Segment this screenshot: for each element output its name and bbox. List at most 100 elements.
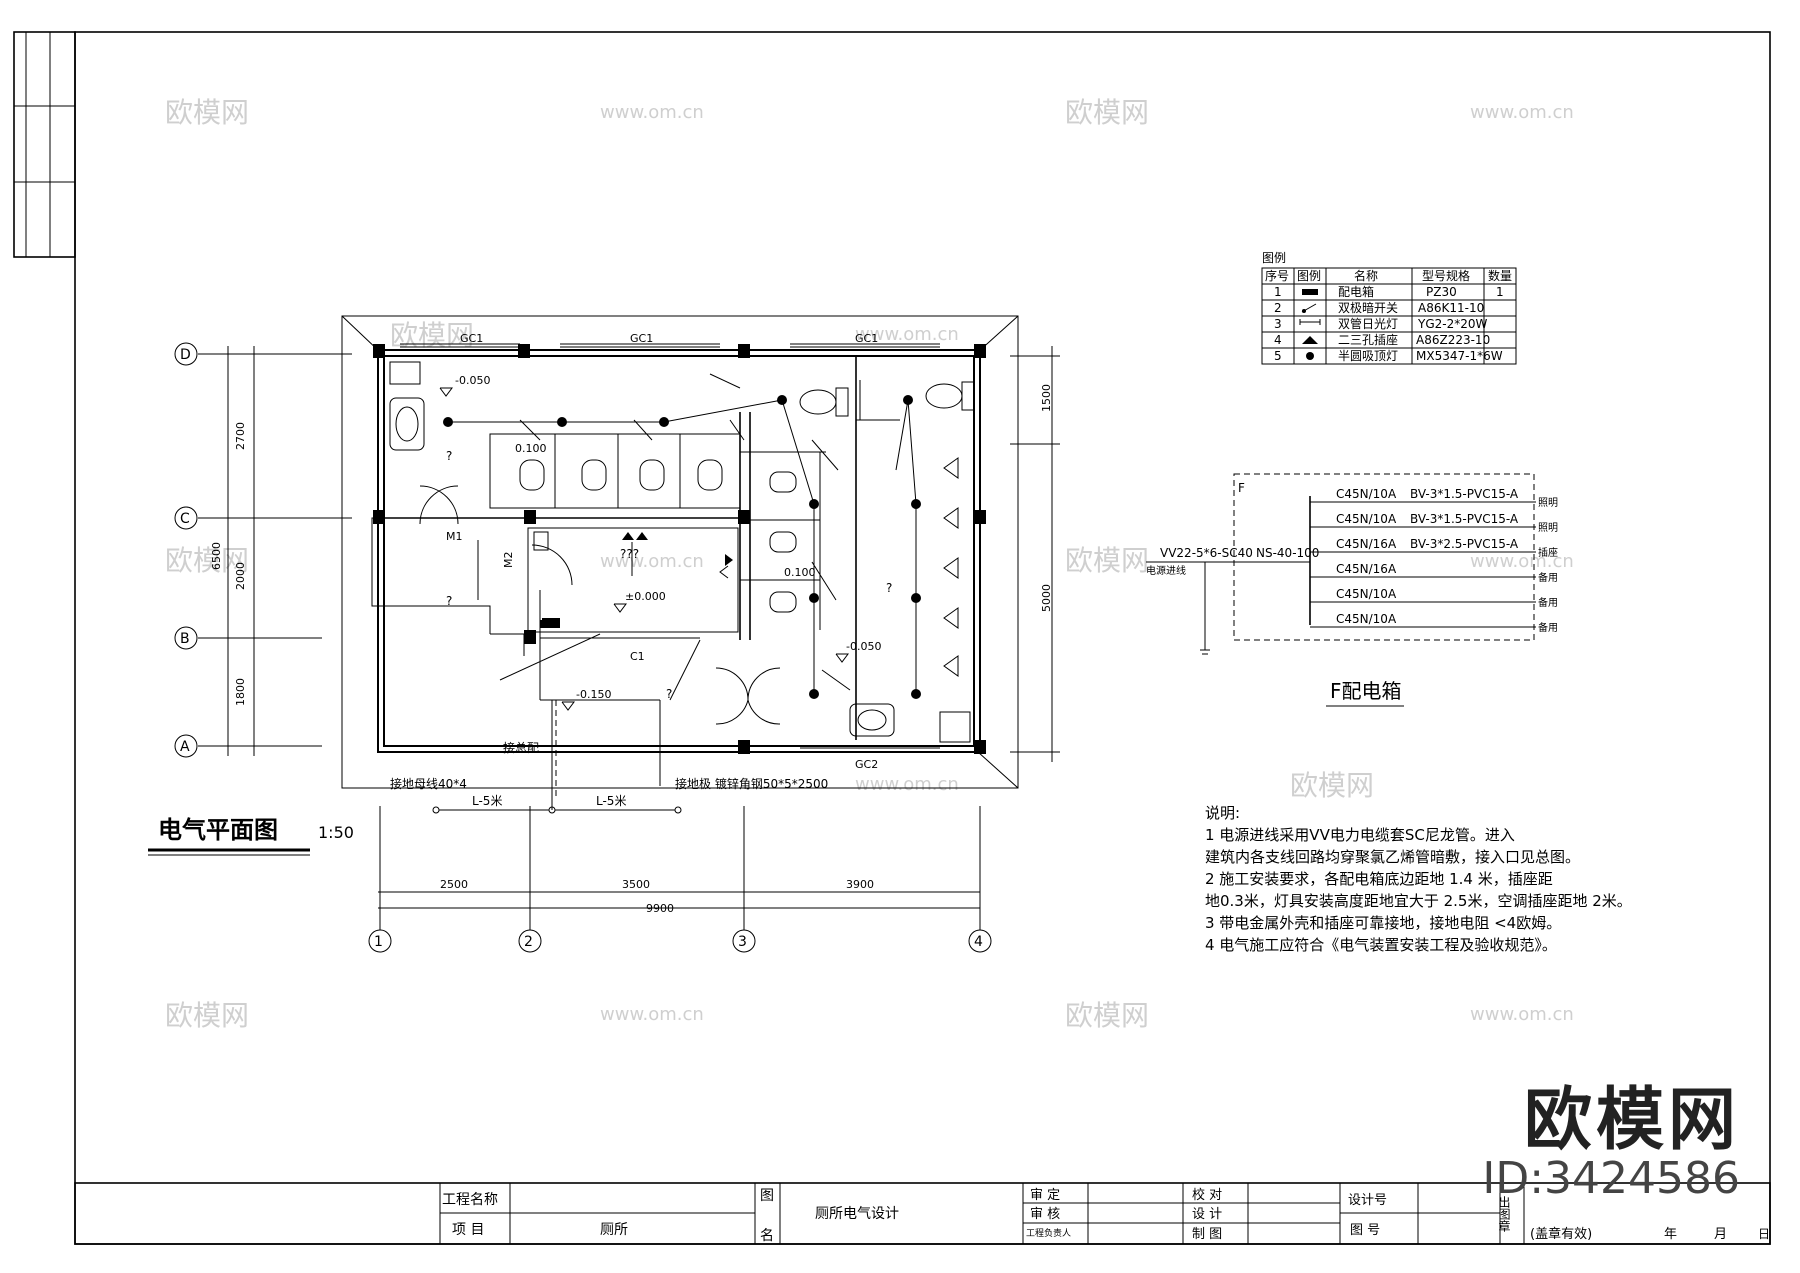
- circuit-cable: BV-3*1.5-PVC15-A: [1410, 512, 1519, 526]
- legend-header: 图例: [1297, 269, 1321, 283]
- circuit-breaker: C45N/10A: [1336, 587, 1397, 601]
- notes-line: 2 施工安装要求，各配电箱底边距地 1.4 米，插座距: [1205, 870, 1553, 888]
- label-check: 校 对: [1192, 1187, 1222, 1203]
- grounding: 接总配 接地母线40*4 接地极 镀锌角钢50*5*2500 L-5米 L-5米: [390, 700, 828, 814]
- legend-cell: 半圆吸顶灯: [1338, 349, 1398, 363]
- axis-label: D: [180, 347, 191, 363]
- dim-label: 1800: [234, 678, 247, 706]
- distribution-box: [542, 618, 560, 628]
- window-label: GC1: [630, 332, 653, 345]
- legend-cell: PZ30: [1426, 285, 1457, 299]
- circuit-use: 备用: [1538, 596, 1558, 609]
- circuit-use: 备用: [1538, 571, 1558, 584]
- incoming-cable: VV22-5*6-SC40: [1160, 546, 1253, 560]
- l5-label: L-5米: [596, 794, 626, 808]
- site-watermark: 欧模网 ID:3424586: [1482, 1085, 1740, 1203]
- floor-plan: GC1 GC1 GC1 GC2 C1 M1 M2: [148, 315, 1060, 953]
- legend-header: 数量: [1488, 268, 1512, 283]
- circuit-breaker: C45N/10A: [1336, 612, 1397, 626]
- dim-label: 1500: [1040, 384, 1053, 412]
- watermark-url-layer: www.om.cn www.om.cn www.om.cn www.om.cn …: [600, 102, 1574, 1025]
- legend-cell: 双极暗开关: [1338, 300, 1398, 315]
- circuit-row: C45N/10A 备用: [1310, 587, 1558, 609]
- label-review: 审 核: [1030, 1207, 1060, 1222]
- main-breaker: NS-40-100: [1256, 546, 1319, 560]
- watermark-text: 欧模网: [1290, 769, 1374, 802]
- watermark-text: 欧模网: [165, 999, 249, 1032]
- label-design-no: 设计号: [1348, 1193, 1387, 1208]
- axis-label: A: [180, 739, 190, 755]
- watermark-text: 欧模网: [1065, 544, 1149, 577]
- level-label: ±0.000: [625, 590, 666, 603]
- legend-cell: A86Z223-10: [1416, 333, 1490, 347]
- notes-line: 地0.3米，灯具安装高度距地宜大于 2.5米，空调插座距地 2米。: [1205, 892, 1632, 910]
- dim-label: 2000: [234, 562, 247, 590]
- to-main-label: 接总配: [503, 740, 539, 755]
- watermark-url: www.om.cn: [600, 1004, 704, 1025]
- notes-title: 说明:: [1205, 804, 1241, 822]
- window-label: C1: [630, 650, 645, 663]
- circuit-breaker: C45N/16A: [1336, 562, 1397, 576]
- circuit-use: 插座: [1538, 546, 1558, 559]
- label-design: 设 计: [1192, 1207, 1222, 1222]
- svg-text:?: ?: [446, 594, 452, 608]
- drawing-title: 电气平面图: [158, 816, 278, 844]
- level-marks: -0.050 0.100 ±0.000 -0.050 -0.150 0.100: [439, 374, 881, 800]
- legend-cell: YG2-2*20W: [1417, 317, 1487, 331]
- legend-cell: MX5347-1*6W: [1416, 349, 1503, 363]
- drawing-name: 厕所电气设计: [815, 1206, 899, 1222]
- watermark-url: www.om.cn: [855, 774, 959, 795]
- watermark-url: www.om.cn: [600, 551, 704, 572]
- label-year: 年: [1664, 1227, 1677, 1242]
- circuit-breaker: C45N/16A: [1336, 537, 1397, 551]
- outer-wall: [377, 349, 981, 753]
- label-month: 月: [1714, 1227, 1727, 1242]
- watermark-url: www.om.cn: [1470, 551, 1574, 572]
- binding-strip: [13, 31, 76, 258]
- circuit-use: 照明: [1538, 522, 1558, 534]
- ground-bar-label: 接地母线40*4: [390, 776, 467, 791]
- level-label: -0.150: [576, 688, 611, 701]
- label-draw: 制 图: [1192, 1227, 1222, 1242]
- wiring: [448, 373, 917, 786]
- circuit-row: C45N/16A BV-3*2.5-PVC15-A 插座: [1310, 537, 1558, 559]
- panel-title: F配电箱: [1330, 679, 1402, 703]
- circuit-row: C45N/10A BV-3*1.5-PVC15-A 照明: [1310, 512, 1558, 534]
- notes-line: 3 带电金属外壳和插座可靠接地，接地电阻 <4欧姆。: [1205, 914, 1562, 932]
- door-label: M2: [502, 552, 515, 569]
- level-label: -0.050: [455, 374, 490, 387]
- dim-label: 9900: [646, 902, 674, 915]
- circuit-use: 备用: [1538, 621, 1558, 634]
- circuit-cable: BV-3*1.5-PVC15-A: [1410, 487, 1519, 501]
- legend-cell: 3: [1274, 317, 1282, 331]
- legend-header: 型号规格: [1422, 268, 1470, 283]
- circuit-row: C45N/16A 备用: [1310, 562, 1558, 584]
- watermark-url: www.om.cn: [1470, 102, 1574, 123]
- legend-cell: 双管日光灯: [1338, 316, 1398, 331]
- drawing-scale: 1:50: [318, 823, 354, 842]
- level-label: -0.050: [846, 640, 881, 653]
- legend-table: 图例 序号 图例 名称 型号规格 数量 1 配电箱 PZ30 1 2 双极暗开关…: [1261, 251, 1517, 365]
- label-drawing-no: 图 号: [1350, 1223, 1380, 1238]
- dim-label: 3500: [622, 878, 650, 891]
- window-label: GC2: [855, 758, 878, 771]
- l5-label: L-5米: [472, 794, 502, 808]
- axis-label: C: [180, 511, 190, 527]
- notes-line: 4 电气施工应符合《电气装置安装工程及验收规范》。: [1205, 936, 1557, 954]
- legend-cell: 5: [1274, 349, 1282, 363]
- svg-text:?: ?: [666, 687, 672, 701]
- legend-cell: 二三孔插座: [1338, 332, 1398, 347]
- watermark-id: ID:3424586: [1482, 1153, 1740, 1205]
- fixtures: [389, 361, 975, 743]
- seal-note: (盖章有效): [1530, 1226, 1592, 1242]
- axis-letters: D C B A 2700 2000 1800 6500: [174, 342, 352, 758]
- level-label: 0.100: [515, 442, 547, 455]
- level-label: 0.100: [784, 566, 816, 579]
- dim-label: 5000: [1040, 584, 1053, 612]
- incoming-label: 电源进线: [1146, 564, 1186, 577]
- circuit-breaker: C45N/10A: [1336, 487, 1397, 501]
- sheet-border: [74, 31, 1771, 1245]
- dim-label: 6500: [210, 542, 223, 570]
- right-dimensions: 1500 5000: [1010, 346, 1060, 762]
- label-item: 项 目: [452, 1222, 484, 1238]
